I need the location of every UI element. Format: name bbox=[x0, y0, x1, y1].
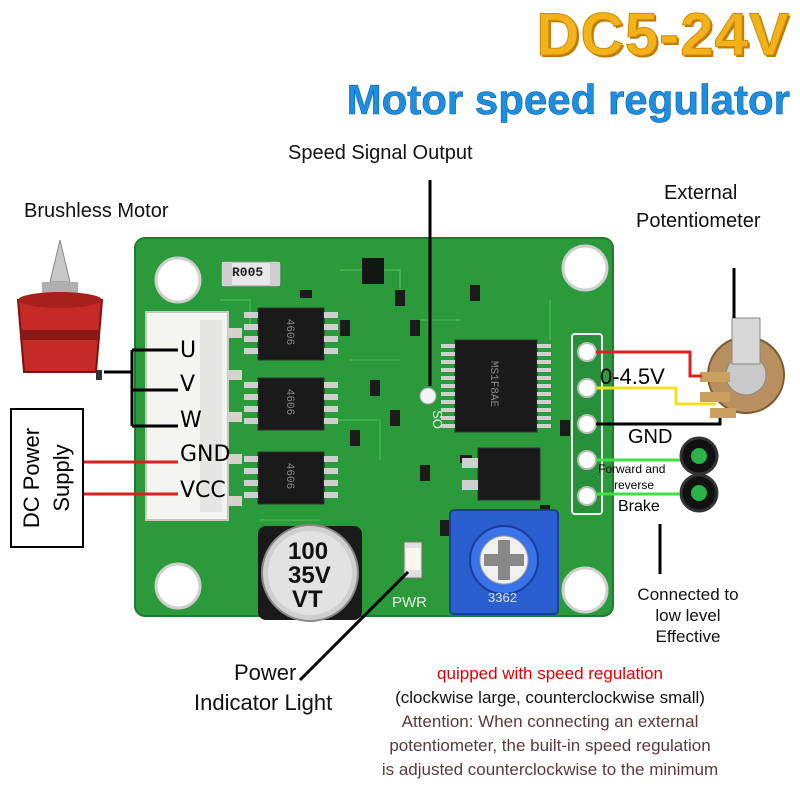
brushless-motor-label: Brushless Motor bbox=[24, 200, 169, 222]
pointer-lines bbox=[298, 180, 736, 682]
capacitor-rating-3: VT bbox=[292, 586, 323, 613]
speed-signal-output-label: Speed Signal Output bbox=[288, 142, 473, 164]
capacitor-rating-1: 100 bbox=[288, 538, 329, 565]
right-pad-header bbox=[571, 333, 603, 515]
brake-switch[interactable] bbox=[679, 473, 719, 513]
pin-label-w: W bbox=[180, 408, 202, 433]
pcb-board bbox=[134, 237, 614, 622]
gnd-label-right: GND bbox=[628, 426, 673, 448]
brake-label: Brake bbox=[618, 498, 660, 515]
resistor-code: R005 bbox=[232, 265, 264, 280]
note-line-5: is adjusted counterclockwise to the mini… bbox=[381, 760, 719, 779]
dc-power-supply-box: DC Power Supply bbox=[10, 408, 84, 548]
forward-reverse-label-1: Forward and bbox=[598, 462, 666, 476]
note-line-1: quipped with speed regulation bbox=[437, 664, 663, 683]
brushless-motor-image bbox=[16, 239, 104, 380]
power-indicator-label-1: Power bbox=[234, 660, 297, 685]
ic-text: MS1F8AE bbox=[487, 360, 500, 408]
forward-reverse-switch[interactable] bbox=[679, 436, 719, 476]
mosfet-text-3: 4606 bbox=[283, 462, 296, 490]
note-line-4: potentiometer, the built-in speed regula… bbox=[389, 736, 711, 755]
external-potentiometer-label-2: Potentiometer bbox=[636, 210, 761, 232]
capacitor-rating-2: 35V bbox=[288, 562, 331, 589]
pin-label-vcc: VCC bbox=[180, 478, 226, 503]
page-title: DC5-24V bbox=[536, 1, 790, 69]
page-subtitle: Motor speed regulator bbox=[346, 76, 790, 124]
note-line-2: (clockwise large, counterclockwise small… bbox=[395, 688, 705, 707]
mosfet-text-2: 4606 bbox=[283, 388, 296, 416]
external-potentiometer-label-1: External bbox=[664, 182, 738, 204]
connected-label-1: Connected to bbox=[637, 585, 739, 604]
capacitor bbox=[258, 524, 362, 622]
mosfet-chips bbox=[244, 307, 338, 505]
pin-label-gnd: GND bbox=[180, 442, 231, 467]
pwr-label: PWR bbox=[392, 594, 427, 611]
connected-label-3: Effective bbox=[655, 627, 721, 646]
mosfet-text-1: 4606 bbox=[283, 318, 296, 346]
power-indicator-label-2: Indicator Light bbox=[194, 690, 333, 715]
wires bbox=[84, 348, 722, 496]
builtin-potentiometer[interactable] bbox=[449, 509, 559, 615]
connected-label-2: low level bbox=[655, 606, 721, 625]
pin-label-u: U bbox=[180, 338, 197, 363]
external-potentiometer-image bbox=[700, 317, 785, 418]
forward-reverse-label-2: reverse bbox=[614, 478, 655, 492]
main-ic bbox=[441, 339, 551, 433]
pin-label-v: V bbox=[180, 372, 196, 397]
motor-connector bbox=[145, 311, 242, 521]
dc-power-supply-label: DC Power Supply bbox=[19, 427, 74, 529]
so-label: SO bbox=[429, 410, 445, 429]
note-line-3: Attention: When connecting an external bbox=[401, 712, 699, 731]
pot-code: 3362 bbox=[488, 590, 517, 605]
voltage-range-label: 0-4.5V bbox=[600, 364, 665, 389]
